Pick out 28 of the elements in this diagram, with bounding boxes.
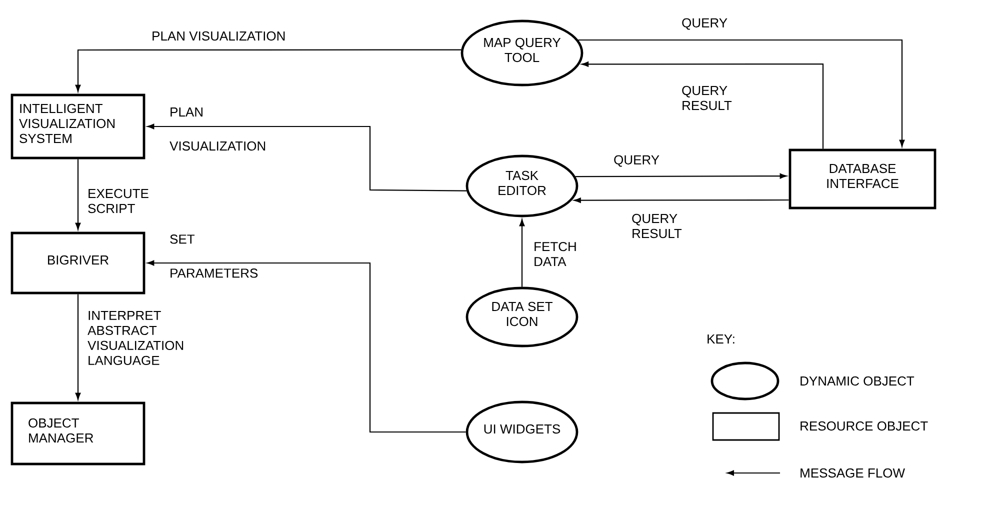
arrow bbox=[75, 294, 81, 400]
edge-label: SET PARAMETERS bbox=[170, 234, 258, 278]
arrow bbox=[75, 159, 81, 230]
resource-object-box: INTELLIGENT VISUALIZATION SYSTEM bbox=[10, 94, 146, 160]
arrow bbox=[582, 62, 824, 149]
edge-label: QUERY bbox=[614, 155, 660, 167]
edge-label: QUERY RESULT bbox=[682, 86, 732, 110]
edge-label: PLAN VISUALIZATION bbox=[152, 31, 285, 41]
arrow bbox=[519, 219, 525, 287]
arrow bbox=[574, 198, 789, 203]
resource-object-box: OBJECT MANAGER bbox=[10, 402, 146, 466]
edge-label: INTERPRET ABSTRACT VISUALIZATION LANGUAGE bbox=[88, 310, 184, 366]
edge-label: FETCH DATA bbox=[534, 242, 576, 266]
edge-label: PLAN VISUALIZATION bbox=[170, 108, 266, 151]
edge-label: EXECUTE SCRIPT bbox=[88, 188, 148, 214]
resource-object-box: BIGRIVER bbox=[10, 232, 146, 294]
arrow bbox=[147, 260, 466, 433]
edge-label: QUERY RESULT bbox=[632, 214, 682, 238]
legend-text: DYNAMIC OBJECT bbox=[800, 376, 914, 386]
resource-object-box: DATABASE INTERFACE bbox=[788, 148, 936, 210]
arrow bbox=[578, 39, 905, 147]
edge-label: QUERY bbox=[682, 18, 728, 30]
legend-text: MESSAGE FLOW bbox=[800, 468, 905, 478]
arrow bbox=[147, 124, 466, 192]
key-heading: KEY: bbox=[708, 334, 734, 344]
legend-text: RESOURCE OBJECT bbox=[800, 421, 928, 431]
arrow bbox=[75, 49, 462, 92]
arrow bbox=[576, 173, 787, 179]
